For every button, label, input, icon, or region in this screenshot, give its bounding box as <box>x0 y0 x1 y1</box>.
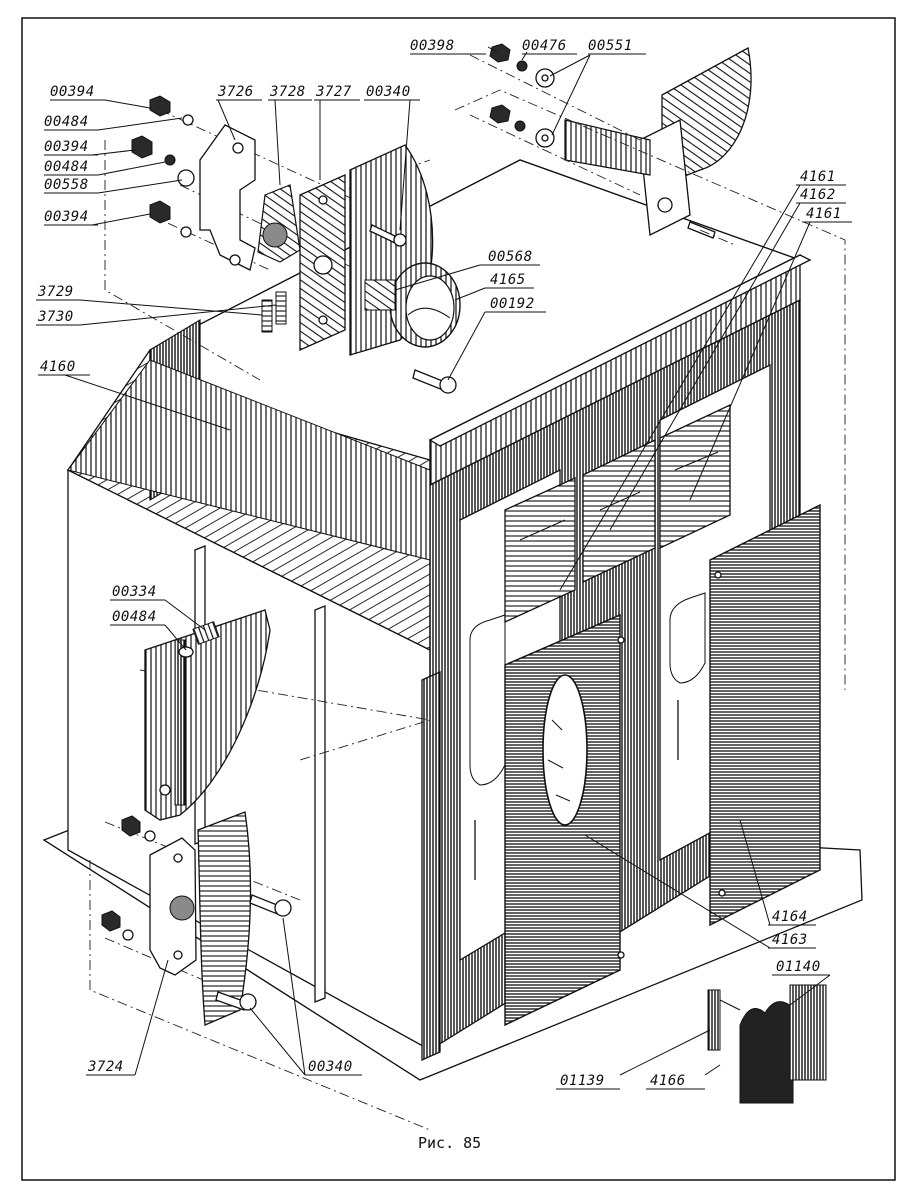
callout-label: 3726 <box>217 84 254 100</box>
spring-3729 <box>261 299 273 333</box>
callout-label: 00398 <box>410 38 455 54</box>
top-right-bracket <box>639 118 691 237</box>
callout-label: 00568 <box>488 249 533 265</box>
nut-00394-c <box>149 200 171 224</box>
nut-00394-a <box>149 95 171 117</box>
door-window <box>542 674 588 826</box>
spring-00334 <box>192 621 220 645</box>
front-top-rail-face <box>428 254 812 447</box>
callout-label: 4160 <box>40 359 76 375</box>
callout-label: 00394 <box>50 84 95 100</box>
callout-label: 00394 <box>44 139 89 155</box>
callout-label: 00192 <box>490 296 535 312</box>
callout-label: 00340 <box>366 84 411 100</box>
spring-3730 <box>275 291 287 325</box>
nut-00394-b <box>131 135 153 159</box>
callout-labels: 00398 00476 00551 00394 3726 3728 3727 0… <box>36 38 852 1090</box>
callout-label: 3727 <box>315 84 352 100</box>
sheet-border <box>21 17 896 1181</box>
callout-label: 4163 <box>772 932 808 948</box>
small-door-2 <box>582 438 656 584</box>
callout-label: 00551 <box>588 38 633 54</box>
callout-label: 00558 <box>44 177 89 193</box>
callout-label: 4162 <box>800 187 836 203</box>
door-4164 <box>709 503 821 927</box>
callout-label: 00340 <box>308 1059 353 1075</box>
nut-00398 <box>489 43 511 63</box>
top-right-shaft <box>564 119 651 176</box>
callout-label: 3724 <box>87 1059 124 1075</box>
callout-label: 00484 <box>44 114 89 130</box>
callout-label: 00394 <box>44 209 89 225</box>
callout-label: 3729 <box>37 284 74 300</box>
small-door-1 <box>504 476 576 624</box>
seal-strip-01139 <box>707 989 721 1051</box>
callout-label: 4165 <box>490 272 526 288</box>
callout-label: 4161 <box>800 169 836 185</box>
left-door-rail <box>314 605 326 1003</box>
screw-00340-b <box>215 991 247 1011</box>
callout-label: 4166 <box>650 1073 686 1089</box>
knob-shaft <box>364 279 396 311</box>
bracket-3726 <box>199 124 256 271</box>
washer-00476 <box>516 60 528 72</box>
callout-label: 00476 <box>522 38 567 54</box>
callout-label: 4161 <box>806 206 842 222</box>
small-door-3 <box>659 403 731 550</box>
leader-lines <box>64 46 831 1076</box>
corner-post <box>421 670 441 1062</box>
seal-profile-01140 <box>739 1001 794 1104</box>
callout-label: 3728 <box>269 84 306 100</box>
hinge-lower <box>197 811 252 1026</box>
callout-label: 00484 <box>112 609 157 625</box>
callout-label: 4164 <box>772 909 808 925</box>
callout-label: 01140 <box>776 959 821 975</box>
callout-label: 00484 <box>44 159 89 175</box>
top-right-bracket-panel <box>661 47 752 186</box>
figure-caption: Рис. 85 <box>418 1134 481 1152</box>
callout-label: 01139 <box>560 1073 605 1089</box>
callout-label: 3730 <box>37 309 74 325</box>
callout-label: 00334 <box>112 584 157 600</box>
